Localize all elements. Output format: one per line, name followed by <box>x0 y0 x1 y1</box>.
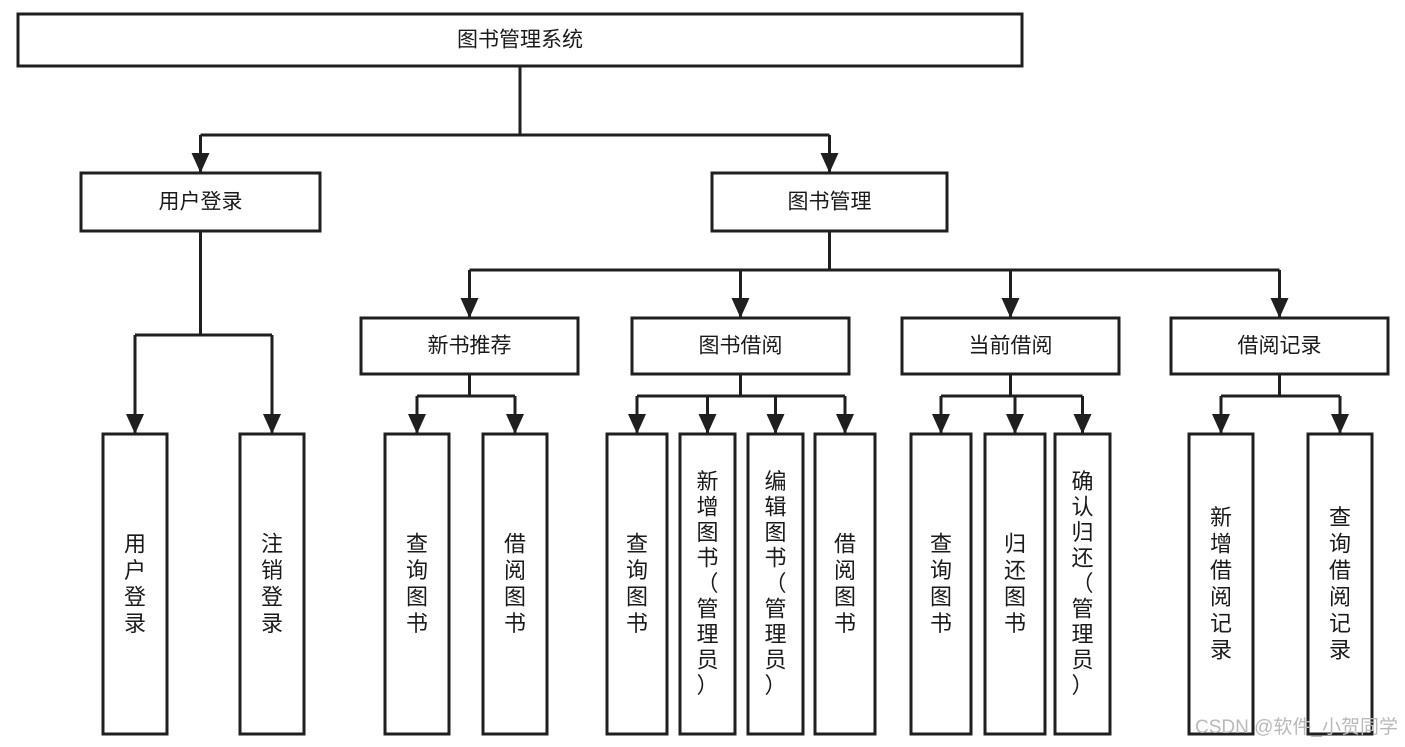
node-book-manage[interactable]: 图书管理 <box>710 171 949 233</box>
node-box <box>101 432 169 736</box>
arrow-head-icon <box>1270 298 1289 318</box>
node-box <box>813 432 877 736</box>
node-label: 借阅图书 <box>504 532 526 637</box>
arrow-head-icon <box>820 153 839 173</box>
node-leaf-add-record[interactable]: 新增借阅记录 <box>1187 432 1255 736</box>
node-box <box>16 12 1024 68</box>
node-box <box>1306 432 1374 736</box>
node-root[interactable]: 图书管理系统 <box>16 12 1024 68</box>
node-label: 查询借阅记录 <box>1329 505 1351 663</box>
connector-layer <box>126 66 1349 434</box>
node-leaf-add-book[interactable]: 新增图书（管理员） <box>678 432 737 736</box>
node-box <box>1169 316 1390 376</box>
arrow-head-icon <box>1073 414 1092 434</box>
arrow-head-icon <box>698 414 717 434</box>
node-layer: 图书管理系统用户登录图书管理新书推荐图书借阅当前借阅借阅记录用户登录注销登录查询… <box>16 12 1390 736</box>
node-leaf-user-login[interactable]: 用户登录 <box>101 432 169 736</box>
csdn-watermark: CSDN @软件_小贺同学 <box>1195 716 1398 738</box>
node-box <box>983 432 1047 736</box>
node-box <box>359 316 580 376</box>
arrow-head-icon <box>1001 298 1020 318</box>
node-leaf-rec-query-book[interactable]: 查询图书 <box>383 432 451 736</box>
node-label: 用户登录 <box>159 191 243 214</box>
node-label: 新书推荐 <box>428 335 512 358</box>
arrow-head-icon <box>836 414 854 434</box>
node-label: 图书借阅 <box>699 335 783 358</box>
arrow-head-icon <box>263 414 281 434</box>
arrow-head-icon <box>1006 414 1024 434</box>
node-label: 查询图书 <box>406 532 428 637</box>
node-label: 查询图书 <box>626 532 648 637</box>
arrow-head-icon <box>766 414 785 434</box>
node-current-borrow[interactable]: 当前借阅 <box>900 316 1121 376</box>
arrow-head-icon <box>731 298 750 318</box>
node-label: 当前借阅 <box>969 335 1053 358</box>
node-label: 注销登录 <box>261 532 283 637</box>
node-label: 新增图书（管理员） <box>696 469 718 698</box>
node-label: 归还图书 <box>1004 532 1026 637</box>
node-box <box>238 432 306 736</box>
node-box <box>710 171 949 233</box>
node-label: 确认归还（管理员） <box>1071 469 1093 698</box>
arrow-head-icon <box>1212 414 1230 434</box>
node-borrow-record[interactable]: 借阅记录 <box>1169 316 1390 376</box>
arrow-head-icon <box>408 414 426 434</box>
node-box <box>481 432 549 736</box>
node-box <box>630 316 851 376</box>
node-leaf-borrow-book[interactable]: 借阅图书 <box>813 432 877 736</box>
node-box <box>1187 432 1255 736</box>
node-label: 用户登录 <box>124 532 146 637</box>
arrow-head-icon <box>460 298 479 318</box>
node-box <box>909 432 973 736</box>
node-label: 编辑图书（管理员） <box>764 469 786 698</box>
node-box <box>383 432 451 736</box>
node-leaf-return-book[interactable]: 归还图书 <box>983 432 1047 736</box>
node-leaf-cur-query-book[interactable]: 查询图书 <box>909 432 973 736</box>
node-leaf-query-record[interactable]: 查询借阅记录 <box>1306 432 1374 736</box>
node-label: 查询图书 <box>930 532 952 637</box>
node-label: 新增借阅记录 <box>1210 505 1232 663</box>
node-label: 借阅图书 <box>834 532 856 637</box>
node-leaf-logout[interactable]: 注销登录 <box>238 432 306 736</box>
node-label: 图书管理 <box>788 191 872 214</box>
node-box <box>1053 432 1112 736</box>
node-book-borrow[interactable]: 图书借阅 <box>630 316 851 376</box>
node-leaf-borrow-query-book[interactable]: 查询图书 <box>605 432 669 736</box>
node-box <box>79 171 322 233</box>
node-new-book-rec[interactable]: 新书推荐 <box>359 316 580 376</box>
arrow-head-icon <box>506 414 524 434</box>
node-box <box>746 432 805 736</box>
arrow-head-icon <box>1331 414 1349 434</box>
arrow-head-icon <box>628 414 646 434</box>
node-box <box>678 432 737 736</box>
node-leaf-edit-book[interactable]: 编辑图书（管理员） <box>746 432 805 736</box>
arrow-head-icon <box>932 414 950 434</box>
node-leaf-confirm-return[interactable]: 确认归还（管理员） <box>1053 432 1112 736</box>
node-user-login[interactable]: 用户登录 <box>79 171 322 233</box>
node-label: 图书管理系统 <box>457 29 583 52</box>
node-leaf-rec-borrow-book[interactable]: 借阅图书 <box>481 432 549 736</box>
node-box <box>900 316 1121 376</box>
node-label: 借阅记录 <box>1238 335 1322 358</box>
arrow-head-icon <box>191 153 210 173</box>
arrow-head-icon <box>126 414 144 434</box>
node-box <box>605 432 669 736</box>
